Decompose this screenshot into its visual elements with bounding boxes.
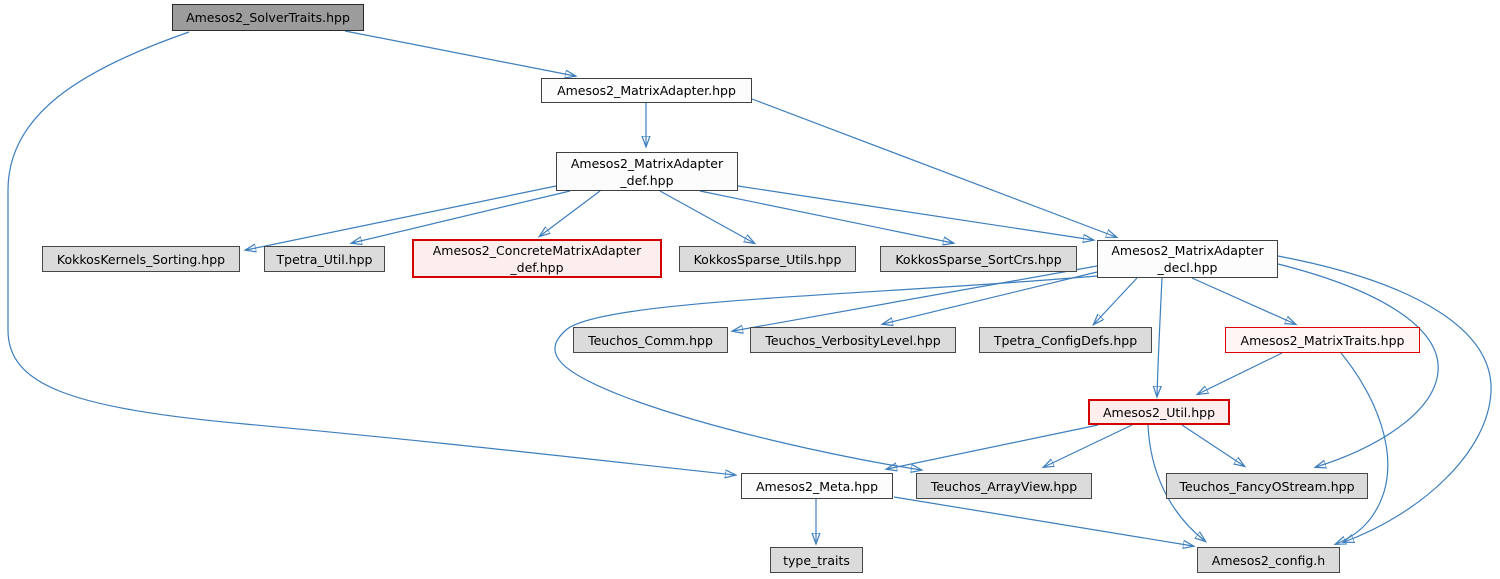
edges	[7, 30, 1492, 546]
edge-matrixadapter-def-concrete-matrix-adapter-def	[540, 190, 601, 236]
node-teuchos-fancyostream[interactable]: Teuchos_FancyOStream.hpp	[1166, 473, 1368, 499]
node-matrixtraits[interactable]: Amesos2_MatrixTraits.hpp	[1225, 327, 1420, 353]
edge-matrixadapter-decl-teuchos-fancyostream	[1277, 263, 1439, 467]
edge-matrixadapter-def-matrixadapter-decl	[737, 185, 1093, 240]
edge-solvertraits-meta	[7, 31, 735, 475]
node-teuchos-arrayview[interactable]: Teuchos_ArrayView.hpp	[916, 473, 1092, 499]
edge-matrixadapter-decl-amesos2-config	[1277, 255, 1492, 542]
node-kokkossparse-sortcrs[interactable]: KokkosSparse_SortCrs.hpp	[880, 246, 1077, 272]
edge-matrixadapter-decl-tpetra-configdefs	[1094, 277, 1138, 324]
edge-matrixtraits-util	[1198, 352, 1283, 394]
edge-util-amesos2-config	[1147, 424, 1205, 541]
node-solvertraits[interactable]: Amesos2_SolverTraits.hpp	[172, 4, 364, 31]
node-meta[interactable]: Amesos2_Meta.hpp	[741, 473, 893, 499]
edge-matrixadapter-decl-teuchos-verbositylevel	[883, 271, 1098, 324]
edge-matrixadapter-def-kokkossparse-sortcrs	[699, 190, 953, 243]
node-concrete-matrix-adapter-def[interactable]: Amesos2_ConcreteMatrixAdapter _def.hpp	[412, 239, 662, 278]
edge-solvertraits-matrixadapter	[344, 30, 575, 76]
node-amesos2-config[interactable]: Amesos2_config.h	[1197, 547, 1340, 573]
edge-util-teuchos-fancyostream	[1181, 424, 1244, 466]
node-matrixadapter-def[interactable]: Amesos2_MatrixAdapter _def.hpp	[556, 152, 738, 191]
edge-util-teuchos-arrayview	[1044, 424, 1133, 467]
node-kokkoskernels-sorting[interactable]: KokkosKernels_Sorting.hpp	[42, 246, 240, 272]
node-matrixadapter[interactable]: Amesos2_MatrixAdapter.hpp	[541, 78, 752, 103]
edge-matrixtraits-amesos2-config	[1336, 352, 1389, 544]
node-teuchos-comm[interactable]: Teuchos_Comm.hpp	[573, 327, 728, 353]
node-matrixadapter-decl[interactable]: Amesos2_MatrixAdapter _decl.hpp	[1097, 240, 1278, 278]
node-type-traits[interactable]: type_traits	[770, 547, 863, 573]
node-teuchos-verbositylevel[interactable]: Teuchos_VerbosityLevel.hpp	[750, 327, 956, 353]
edge-matrixadapter-decl-teuchos-arrayview	[554, 275, 1098, 470]
edge-matrixadapter-def-kokkossparse-utils	[659, 190, 754, 243]
edge-matrixadapter-decl-matrixtraits	[1191, 277, 1295, 324]
edge-util-meta	[887, 424, 1099, 469]
edge-matrixadapter-matrixadapter-decl	[751, 98, 1116, 237]
node-tpetra-util[interactable]: Tpetra_Util.hpp	[264, 246, 385, 272]
edge-matrixadapter-decl-util	[1157, 277, 1163, 396]
node-util[interactable]: Amesos2_Util.hpp	[1088, 399, 1230, 425]
edge-matrixadapter-def-kokkoskernels-sorting	[246, 185, 557, 250]
node-kokkossparse-utils[interactable]: KokkosSparse_Utils.hpp	[679, 246, 856, 272]
edge-meta-amesos2-config	[893, 496, 1193, 546]
node-tpetra-configdefs[interactable]: Tpetra_ConfigDefs.hpp	[979, 327, 1152, 353]
edge-matrixadapter-decl-teuchos-comm	[733, 265, 1098, 331]
edge-matrixadapter-def-tpetra-util	[352, 190, 571, 243]
